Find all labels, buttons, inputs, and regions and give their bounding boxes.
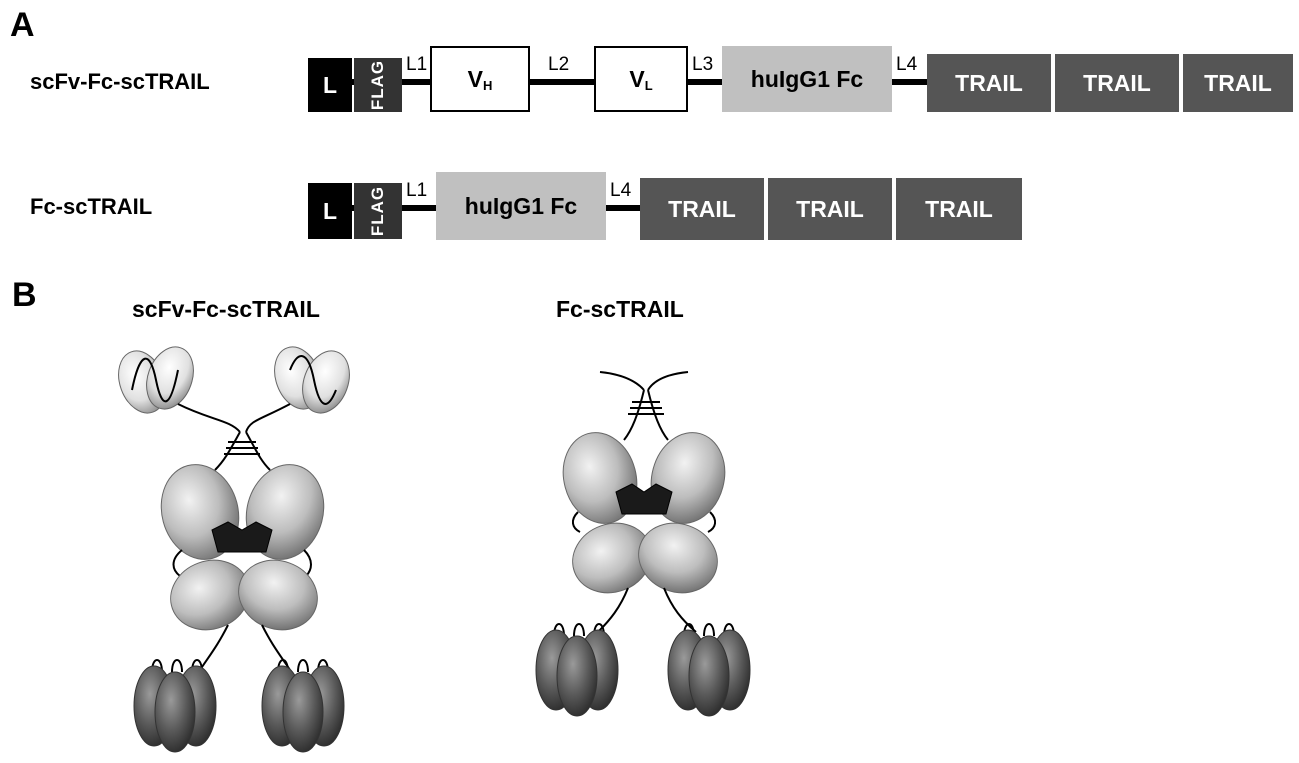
construct-2-trail-3: TRAIL bbox=[896, 178, 1022, 240]
construct-2-leader: L bbox=[308, 183, 352, 239]
structure-1-label: scFv-Fc-scTRAIL bbox=[132, 296, 320, 322]
construct-1-vh-sub: H bbox=[482, 77, 493, 93]
trail-trimer-right-2 bbox=[667, 623, 751, 717]
construct-1-trail-2: TRAIL bbox=[1055, 54, 1179, 112]
trail-trimer-right bbox=[261, 659, 345, 753]
construct-1-vl-main: V bbox=[629, 65, 645, 92]
construct-2-trail-2: TRAIL bbox=[768, 178, 892, 240]
construct-1-flag: FLAG bbox=[354, 58, 402, 112]
construct-1-fc: huIgG1 Fc bbox=[722, 46, 892, 112]
construct-1-trail-3: TRAIL bbox=[1183, 54, 1293, 112]
construct-2-flag: FLAG bbox=[354, 183, 402, 239]
construct-2-label: Fc-scTRAIL bbox=[30, 194, 153, 219]
construct-2-flag-text: FLAG bbox=[368, 185, 387, 237]
construct-1-label: scFv-Fc-scTRAIL bbox=[30, 69, 210, 94]
trail-trimer-left-2 bbox=[535, 623, 619, 717]
construct-1-vl-sub: L bbox=[644, 77, 653, 93]
construct-1-leader: L bbox=[308, 58, 352, 112]
structure-2-label: Fc-scTRAIL bbox=[556, 296, 684, 322]
construct-2-linker-2: L4 bbox=[610, 180, 632, 201]
construct-2-fc: huIgG1 Fc bbox=[436, 172, 606, 240]
construct-1-linker-4: L4 bbox=[896, 54, 918, 75]
construct-2-linker-1: L1 bbox=[406, 180, 428, 201]
construct-1-vh-main: V bbox=[467, 65, 483, 92]
structure-2-illustration bbox=[535, 371, 751, 717]
structure-1-illustration bbox=[118, 346, 350, 753]
construct-1-trail-1: TRAIL bbox=[927, 54, 1051, 112]
scfv-left bbox=[118, 346, 194, 414]
panel-b-letter: B bbox=[12, 276, 37, 314]
scfv-right bbox=[274, 346, 350, 414]
construct-1-flag-text: FLAG bbox=[368, 59, 387, 111]
trail-trimer-left bbox=[133, 659, 217, 753]
panel-a-letter: A bbox=[10, 6, 35, 44]
construct-1-linker-3: L3 bbox=[692, 54, 714, 75]
construct-2-trail-1: TRAIL bbox=[640, 178, 764, 240]
construct-1-linker-2: L2 bbox=[548, 54, 570, 75]
construct-1-linker-1: L1 bbox=[406, 54, 428, 75]
